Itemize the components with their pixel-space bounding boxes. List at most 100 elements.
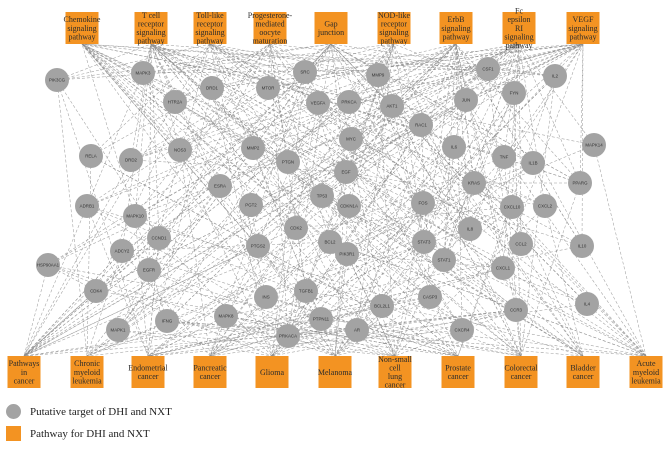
edge (86, 43, 332, 207)
edge (520, 182, 581, 357)
gene-circle (521, 151, 545, 175)
gene-circle (276, 150, 300, 174)
edge (520, 243, 584, 357)
edge (443, 43, 457, 261)
gene-node-cxcr4: CXCR4 (450, 318, 474, 342)
edge (225, 245, 583, 317)
gene-node-csf1: CSF1 (476, 57, 500, 81)
gene-label: PRKCA (341, 100, 356, 105)
gene-node-mmp2: MMP2 (241, 136, 265, 160)
edge (330, 43, 383, 307)
gene-circle-icon (6, 404, 21, 419)
edge (134, 43, 271, 217)
edge (443, 259, 522, 357)
edge (320, 318, 647, 357)
gene-circle (412, 230, 436, 254)
gene-circle (294, 279, 318, 303)
edge (86, 309, 517, 357)
edge (150, 43, 348, 255)
edge (269, 43, 289, 337)
gene-label: IL1B (528, 161, 537, 166)
gene-node-mmp9: MMP9 (366, 63, 390, 87)
gene-circle (254, 285, 278, 309)
edge (23, 101, 176, 357)
gene-circle (110, 239, 134, 263)
edge (465, 99, 647, 357)
gene-circle (239, 193, 263, 217)
edge (593, 144, 647, 357)
edge (209, 227, 297, 357)
gene-label: PIK3R1 (339, 252, 355, 257)
pathway-box (439, 12, 473, 44)
gene-node-rac1: RAC1 (409, 113, 433, 137)
edge (117, 43, 332, 331)
gene-node-cdkn1a: CDKN1A (337, 194, 361, 218)
gene-node-stat1: STAT1 (432, 248, 456, 272)
edge (511, 43, 520, 208)
gene-node-il4: IL4 (575, 292, 599, 316)
edge (321, 43, 584, 197)
gene-label: KRAS (468, 181, 480, 186)
edge (391, 43, 520, 107)
gene-node-adcy2: ADCY2 (110, 239, 134, 263)
edge (56, 79, 88, 357)
edge (56, 43, 211, 81)
edge (209, 303, 588, 357)
gene-label: STAT1 (437, 258, 451, 263)
gene-circle (568, 171, 592, 195)
edge (23, 99, 467, 357)
edge (81, 43, 297, 229)
gene-node-mapk1: MAPK1 (106, 318, 130, 342)
edge (209, 43, 471, 230)
edge (209, 102, 319, 357)
edge (457, 75, 556, 357)
edge (209, 99, 467, 357)
pathway-box (566, 356, 600, 388)
edge (150, 43, 297, 229)
edge (81, 43, 431, 298)
gene-node-tgfb1: TGFB1 (294, 279, 318, 303)
edge (150, 43, 289, 163)
gene-label: IL2 (552, 74, 559, 79)
edge (345, 171, 546, 207)
edge (81, 43, 595, 146)
gene-label: PRKACA (279, 334, 297, 339)
pathway-box (131, 356, 165, 388)
edge (209, 43, 379, 76)
edge (377, 74, 396, 357)
edge (86, 205, 584, 357)
edge (150, 43, 489, 70)
gene-node-ccl2: CCL2 (509, 232, 533, 256)
gene-circle (337, 194, 361, 218)
edge (345, 43, 395, 173)
edge (86, 99, 467, 357)
gene-label: MAPK14 (585, 143, 603, 148)
edge (305, 290, 647, 357)
gene-label: MMP2 (247, 146, 260, 151)
edge (86, 171, 347, 357)
edge (86, 138, 352, 357)
edge (420, 124, 584, 357)
edge (329, 241, 459, 357)
edge (579, 43, 584, 184)
gene-circle (119, 148, 143, 172)
gene-node-mapk14: MAPK14 (582, 133, 606, 157)
gene-node-il2: IL2 (543, 64, 567, 88)
edge (287, 43, 520, 337)
gene-label: IL10 (578, 244, 587, 249)
gene-node-cxcl1: CXCL1 (491, 256, 515, 280)
pathway-label: Melanoma (318, 368, 353, 377)
bottom-pathway-node-5: Melanoma (318, 356, 353, 388)
edge (147, 68, 489, 357)
gene-circle (293, 60, 317, 84)
gene-label: CDKN1A (340, 204, 358, 209)
gene-node-pgt2: PGT2 (239, 193, 263, 217)
